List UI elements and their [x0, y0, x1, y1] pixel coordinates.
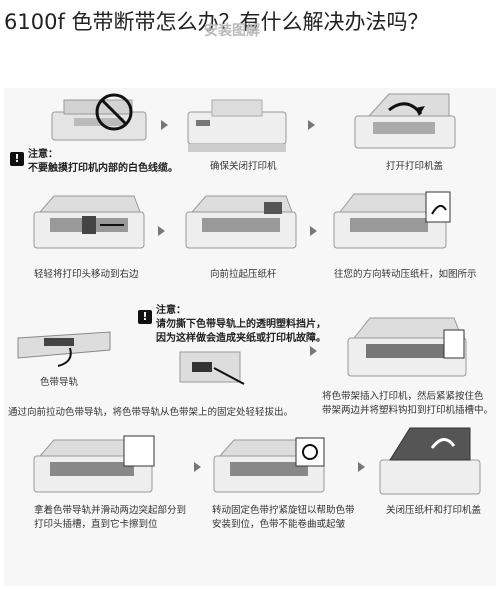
step-caption-line: 转动固定色带拧紧旋钮以帮助色带 — [212, 505, 355, 516]
ribbon-guide-label: 色带导轨 — [40, 377, 79, 388]
notice-line: 请勿撕下色带导轨上的透明塑料挡片， — [156, 319, 326, 330]
step-caption-line: 拿着色带导轨并滑动两边突起部分到 — [34, 505, 187, 516]
notice-text: 不要触摸打印机内部的白色线缆。 — [28, 163, 178, 174]
next-arrow-icon — [161, 120, 168, 130]
step-caption: 通过向前拉动色带导轨，将色带导轨从色带架上的固定处轻轻拔出。 — [8, 407, 294, 418]
step-caption-line: 带架两边并将塑料钩扣到打印机插槽中。 — [322, 405, 494, 416]
step-caption-line: 打印头插槽，直到它卡擦到位 — [34, 519, 158, 530]
slide-ribbon-guide-illustration — [30, 432, 160, 502]
step-caption: 关闭压纸杆和打印机盖 — [386, 505, 482, 516]
printer-open-cover-illustration — [349, 90, 464, 158]
page-title: 6100f 色带断带怎么办？有什么解决办法吗？ — [4, 10, 429, 34]
next-arrow-icon — [310, 226, 317, 236]
printer-prohibited-illustration — [44, 90, 154, 145]
notice-label: 注意： — [156, 305, 186, 316]
next-arrow-icon — [158, 226, 165, 236]
rotate-lever-illustration — [330, 184, 455, 260]
notice-label: 注意： — [28, 149, 58, 160]
step-caption: 确保关闭打印机 — [210, 161, 277, 172]
notice-2: 注意： 请勿撕下色带导轨上的透明塑料挡片， 因为这样做会造成夹纸或打印机故障。 — [156, 304, 326, 346]
step-caption: 打开打印机盖 — [386, 161, 444, 172]
notice-line: 因为这样做会造成夹纸或打印机故障。 — [156, 333, 326, 344]
next-arrow-icon — [310, 346, 317, 356]
step-caption: 轻轻将打印头移动到右边 — [34, 269, 139, 280]
ribbon-guide-removal-illustration — [174, 344, 254, 394]
step-caption: 往您的方向转动压纸杆，如图所示 — [334, 269, 477, 280]
paper-lever-illustration — [182, 188, 302, 258]
close-cover-illustration — [376, 424, 486, 504]
ribbon-cartridge-illustration — [14, 328, 114, 368]
next-arrow-icon — [358, 462, 365, 472]
next-arrow-icon — [308, 120, 315, 130]
printer-off-illustration — [182, 92, 292, 157]
notice-1: 注意： 不要触摸打印机内部的白色线缆。 — [28, 148, 178, 176]
step-caption-line: 将色带架插入打印机，然后紧紧按住色 — [322, 391, 484, 402]
warning-icon: ! — [10, 152, 24, 166]
instruction-figure: ! 注意： 不要触摸打印机内部的白色线缆。 确保关闭打印机 打开打印机盖 — [4, 88, 496, 586]
watermark: 安装图解 — [204, 23, 260, 39]
insert-ribbon-illustration — [344, 308, 474, 388]
warning-icon: ! — [138, 310, 152, 324]
step-caption-line: 安装到位，色带不能卷曲或起皱 — [212, 519, 346, 530]
printhead-move-illustration — [30, 188, 150, 258]
step-caption: 向前拉起压纸杆 — [210, 269, 277, 280]
tighten-knob-illustration — [210, 432, 330, 502]
next-arrow-icon — [194, 462, 201, 472]
